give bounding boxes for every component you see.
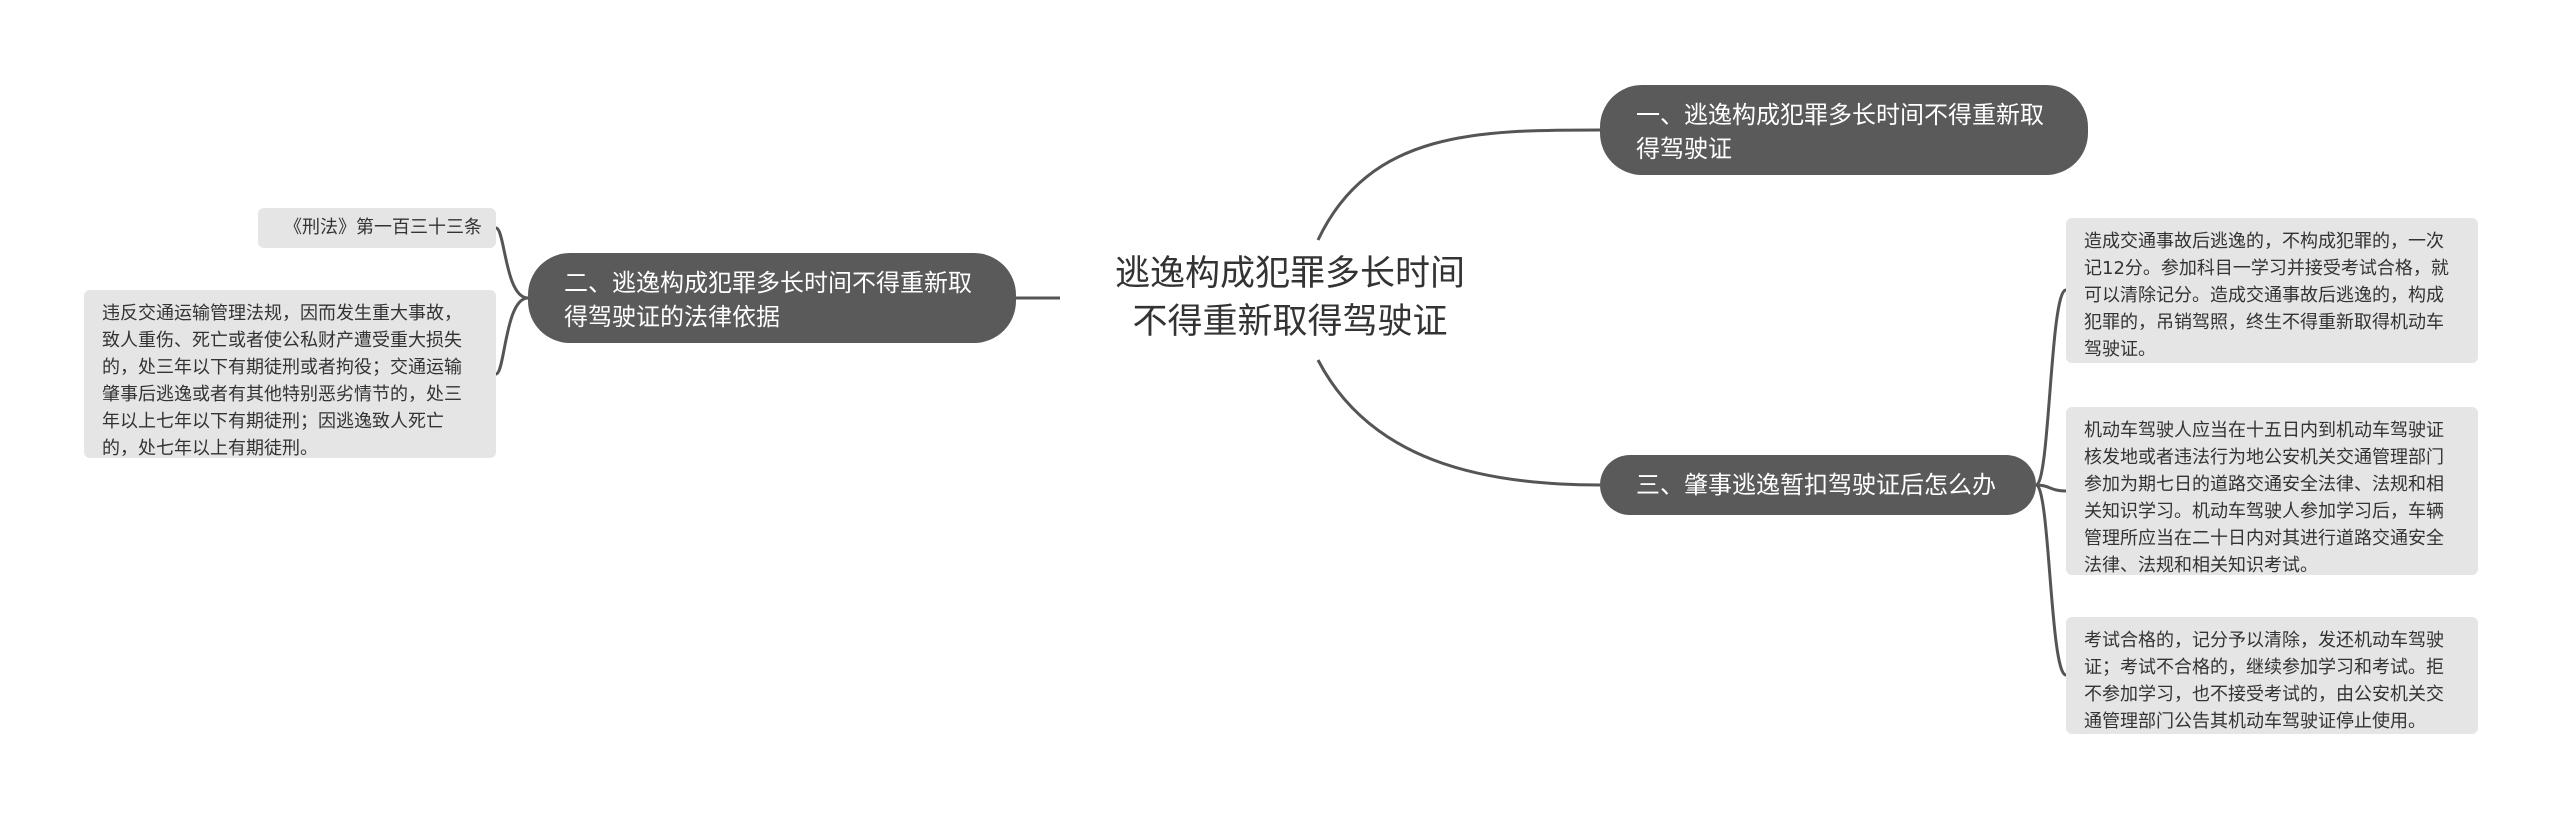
leaf-criminal-law-article[interactable]: 《刑法》第一百三十三条 [258, 208, 496, 248]
branch-2-topic[interactable]: 二、逃逸构成犯罪多长时间不得重新取得驾驶证的法律依据 [528, 253, 1016, 343]
link-root-branch3 [1316, 359, 1601, 487]
link-branch3-leaf3 [2034, 288, 2068, 487]
link-branch3-leaf4 [2035, 483, 2067, 493]
branch-3-topic[interactable]: 三、肇事逃逸暂扣驾驶证后怎么办 [1600, 455, 2036, 515]
link-branch2-leaf2 [494, 296, 529, 376]
leaf-study-requirement[interactable]: 机动车驾驶人应当在十五日内到机动车驾驶证核发地或者违法行为地公安机关交通管理部门… [2066, 407, 2478, 576]
leaf-penalty-points[interactable]: 造成交通事故后逃逸的，不构成犯罪的，一次记12分。参加科目一学习并接受考试合格，… [2066, 218, 2478, 363]
branch-1-topic[interactable]: 一、逃逸构成犯罪多长时间不得重新取得驾驶证 [1600, 85, 2088, 175]
leaf-exam-result[interactable]: 考试合格的，记分予以清除，发还机动车驾驶证；考试不合格的，继续参加学习和考试。拒… [2066, 617, 2478, 734]
link-branch3-leaf5 [2034, 483, 2068, 677]
root-topic[interactable]: 逃逸构成犯罪多长时间不得重新取得驾驶证 [1114, 254, 1465, 342]
link-root-branch1 [1316, 128, 1601, 241]
link-branch2-leaf1 [495, 226, 529, 300]
leaf-article-text[interactable]: 违反交通运输管理法规，因而发生重大事故，致人重伤、死亡或者使公私财产遭受重大损失… [84, 290, 496, 459]
